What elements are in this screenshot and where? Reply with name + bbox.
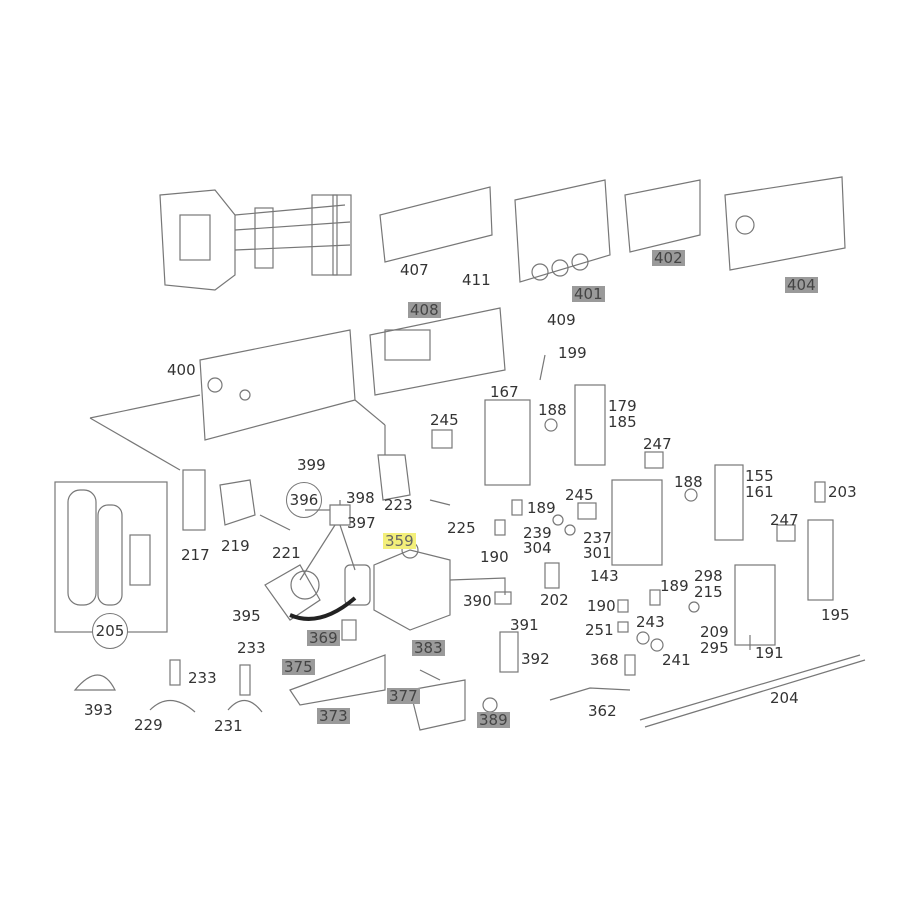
callout-404[interactable]: 404 bbox=[785, 276, 818, 294]
callout-411[interactable]: 411 bbox=[462, 271, 491, 289]
callout-399[interactable]: 399 bbox=[297, 456, 326, 474]
callout-368[interactable]: 368 bbox=[590, 651, 619, 669]
callout-245[interactable]: 245 bbox=[565, 486, 594, 504]
callout-231[interactable]: 231 bbox=[214, 717, 243, 735]
callout-359-selected[interactable]: 359 bbox=[383, 532, 416, 550]
callout-179[interactable]: 179 bbox=[608, 397, 637, 415]
truck-chassis-illustration bbox=[159, 189, 352, 291]
box-205 bbox=[54, 481, 168, 633]
callout-395[interactable]: 395 bbox=[232, 607, 261, 625]
callout-233[interactable]: 233 bbox=[188, 669, 217, 687]
callout-241[interactable]: 241 bbox=[662, 651, 691, 669]
callout-383[interactable]: 383 bbox=[412, 639, 445, 657]
callout-237[interactable]: 237 bbox=[583, 529, 612, 547]
callout-188[interactable]: 188 bbox=[674, 473, 703, 491]
callout-155[interactable]: 155 bbox=[745, 467, 774, 485]
callout-377[interactable]: 377 bbox=[387, 687, 420, 705]
callout-204[interactable]: 204 bbox=[770, 689, 799, 707]
callout-373[interactable]: 373 bbox=[317, 707, 350, 725]
callout-217[interactable]: 217 bbox=[181, 546, 210, 564]
callout-245[interactable]: 245 bbox=[430, 411, 459, 429]
callout-221[interactable]: 221 bbox=[272, 544, 301, 562]
callout-195[interactable]: 195 bbox=[821, 606, 850, 624]
callout-400[interactable]: 400 bbox=[167, 361, 196, 379]
callout-393[interactable]: 393 bbox=[84, 701, 113, 719]
callout-190[interactable]: 190 bbox=[587, 597, 616, 615]
callout-247[interactable]: 247 bbox=[770, 511, 799, 529]
callout-223[interactable]: 223 bbox=[384, 496, 413, 514]
callout-398[interactable]: 398 bbox=[346, 489, 375, 507]
callout-407[interactable]: 407 bbox=[400, 261, 429, 279]
callout-391[interactable]: 391 bbox=[510, 616, 539, 634]
small-parts bbox=[73, 454, 866, 731]
callout-205[interactable]: 205 bbox=[92, 613, 128, 649]
callout-389[interactable]: 389 bbox=[477, 711, 510, 729]
callout-362[interactable]: 362 bbox=[588, 702, 617, 720]
callout-188[interactable]: 188 bbox=[538, 401, 567, 419]
callout-298[interactable]: 298 bbox=[694, 567, 723, 585]
callout-304[interactable]: 304 bbox=[523, 539, 552, 557]
callout-189[interactable]: 189 bbox=[527, 499, 556, 517]
callout-251[interactable]: 251 bbox=[585, 621, 614, 639]
callout-401[interactable]: 401 bbox=[572, 285, 605, 303]
callout-243[interactable]: 243 bbox=[636, 613, 665, 631]
callout-203[interactable]: 203 bbox=[828, 483, 857, 501]
callout-219[interactable]: 219 bbox=[221, 537, 250, 555]
callout-190[interactable]: 190 bbox=[480, 548, 509, 566]
callout-375[interactable]: 375 bbox=[282, 658, 315, 676]
callout-199[interactable]: 199 bbox=[558, 344, 587, 362]
callout-409[interactable]: 409 bbox=[547, 311, 576, 329]
callout-233[interactable]: 233 bbox=[237, 639, 266, 657]
callout-161[interactable]: 161 bbox=[745, 483, 774, 501]
callout-390[interactable]: 390 bbox=[463, 592, 492, 610]
callout-185[interactable]: 185 bbox=[608, 413, 637, 431]
callout-209[interactable]: 209 bbox=[700, 623, 729, 641]
callout-191[interactable]: 191 bbox=[755, 644, 784, 662]
callout-402[interactable]: 402 bbox=[652, 249, 685, 267]
callout-396[interactable]: 396 bbox=[286, 482, 322, 518]
callout-229[interactable]: 229 bbox=[134, 716, 163, 734]
mounting-plates bbox=[89, 176, 846, 471]
callout-295[interactable]: 295 bbox=[700, 639, 729, 657]
callout-143[interactable]: 143 bbox=[590, 567, 619, 585]
callout-189[interactable]: 189 bbox=[660, 577, 689, 595]
callout-215[interactable]: 215 bbox=[694, 583, 723, 601]
callout-397[interactable]: 397 bbox=[347, 514, 376, 532]
callout-369[interactable]: 369 bbox=[307, 629, 340, 647]
callout-167[interactable]: 167 bbox=[490, 383, 519, 401]
callout-202[interactable]: 202 bbox=[540, 591, 569, 609]
relay-modules bbox=[431, 384, 834, 646]
callout-247[interactable]: 247 bbox=[643, 435, 672, 453]
callout-408[interactable]: 408 bbox=[408, 301, 441, 319]
callout-225[interactable]: 225 bbox=[447, 519, 476, 537]
callout-392[interactable]: 392 bbox=[521, 650, 550, 668]
callout-239[interactable]: 239 bbox=[523, 524, 552, 542]
callout-301[interactable]: 301 bbox=[583, 544, 612, 562]
